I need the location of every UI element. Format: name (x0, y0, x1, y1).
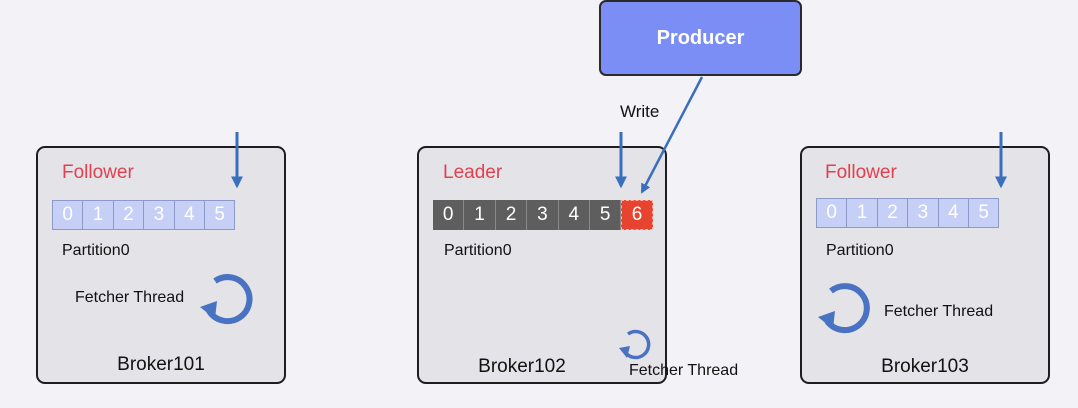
log-offset: 3 (907, 198, 939, 228)
log-offset: 0 (52, 200, 84, 230)
log-offset: 4 (173, 200, 205, 230)
log-offset: 1 (846, 198, 878, 228)
log-offset: 0 (433, 200, 465, 230)
broker-101-log: 0 1 2 3 4 5 (52, 200, 236, 230)
broker-103-name: Broker103 (881, 356, 969, 377)
broker-101-partition: Partition0 (62, 242, 130, 259)
log-offset: 3 (143, 200, 175, 230)
log-offset: 1 (464, 200, 496, 230)
broker-101-role: Follower (62, 162, 134, 183)
new-log-offset: 6 (621, 200, 653, 230)
broker-101-name: Broker101 (117, 354, 205, 375)
log-offset: 5 (203, 200, 236, 230)
broker-101-box: Follower 0 1 2 3 4 5 Partition0 Fetcher … (36, 146, 286, 384)
broker-103-log: 0 1 2 3 4 5 (816, 198, 1000, 228)
broker-103-role: Follower (825, 162, 897, 183)
broker-102-fetcher-label: Fetcher Thread (629, 362, 739, 379)
broker-102-role: Leader (443, 162, 503, 183)
broker-102-log: 0 1 2 3 4 5 6 (433, 200, 653, 230)
broker-102-partition: Partition0 (444, 242, 512, 259)
log-offset: 4 (558, 200, 590, 230)
fetcher-thread-icon (200, 274, 253, 325)
fetcher-thread-icon (818, 283, 870, 334)
broker-101-fetcher-label: Fetcher Thread (75, 289, 185, 306)
log-offset: 2 (495, 200, 528, 230)
log-offset: 2 (112, 200, 145, 230)
log-offset: 3 (527, 200, 559, 230)
write-arrow-icon (640, 76, 704, 194)
fetcher-thread-icon (619, 329, 651, 360)
broker-103-partition: Partition0 (826, 242, 894, 259)
producer-label: Producer (656, 26, 745, 49)
log-offset: 0 (816, 198, 848, 228)
broker-102-name: Broker102 (478, 356, 566, 377)
broker-103-fetcher-label: Fetcher Thread (884, 303, 994, 320)
producer-box: Producer (599, 0, 802, 76)
log-offset: 5 (967, 198, 1000, 228)
log-offset: 5 (589, 200, 622, 230)
broker-102-box: Leader 0 1 2 3 4 5 6 Partition0 Broker10… (417, 146, 667, 384)
broker-103-box: Follower 0 1 2 3 4 5 Partition0 Fetcher … (800, 146, 1050, 384)
write-label: Write (620, 102, 660, 121)
